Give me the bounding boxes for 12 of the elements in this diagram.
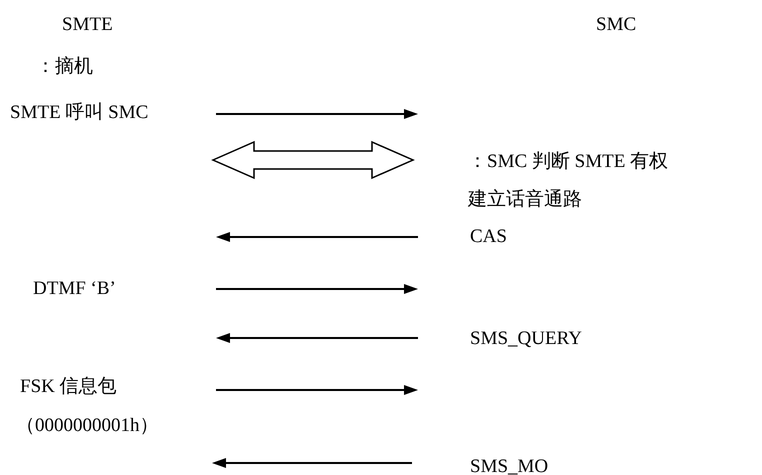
message-label: CAS	[470, 226, 507, 248]
message-label: SMTE 呼叫 SMC	[10, 102, 148, 124]
note-text: ：摘机	[36, 56, 93, 78]
message-label: （0000000001h）	[16, 415, 158, 437]
message-label: SMS_QUERY	[470, 328, 582, 350]
participant-label: SMC	[596, 14, 636, 36]
note-text: 建立话音通路	[468, 189, 582, 211]
message-label: SMS_MO	[470, 456, 548, 475]
message-label: DTMF ‘B’	[33, 278, 116, 300]
participant-label: SMTE	[62, 14, 113, 36]
note-text: ：SMC 判断 SMTE 有权	[468, 151, 668, 173]
message-label: FSK 信息包	[20, 376, 117, 398]
